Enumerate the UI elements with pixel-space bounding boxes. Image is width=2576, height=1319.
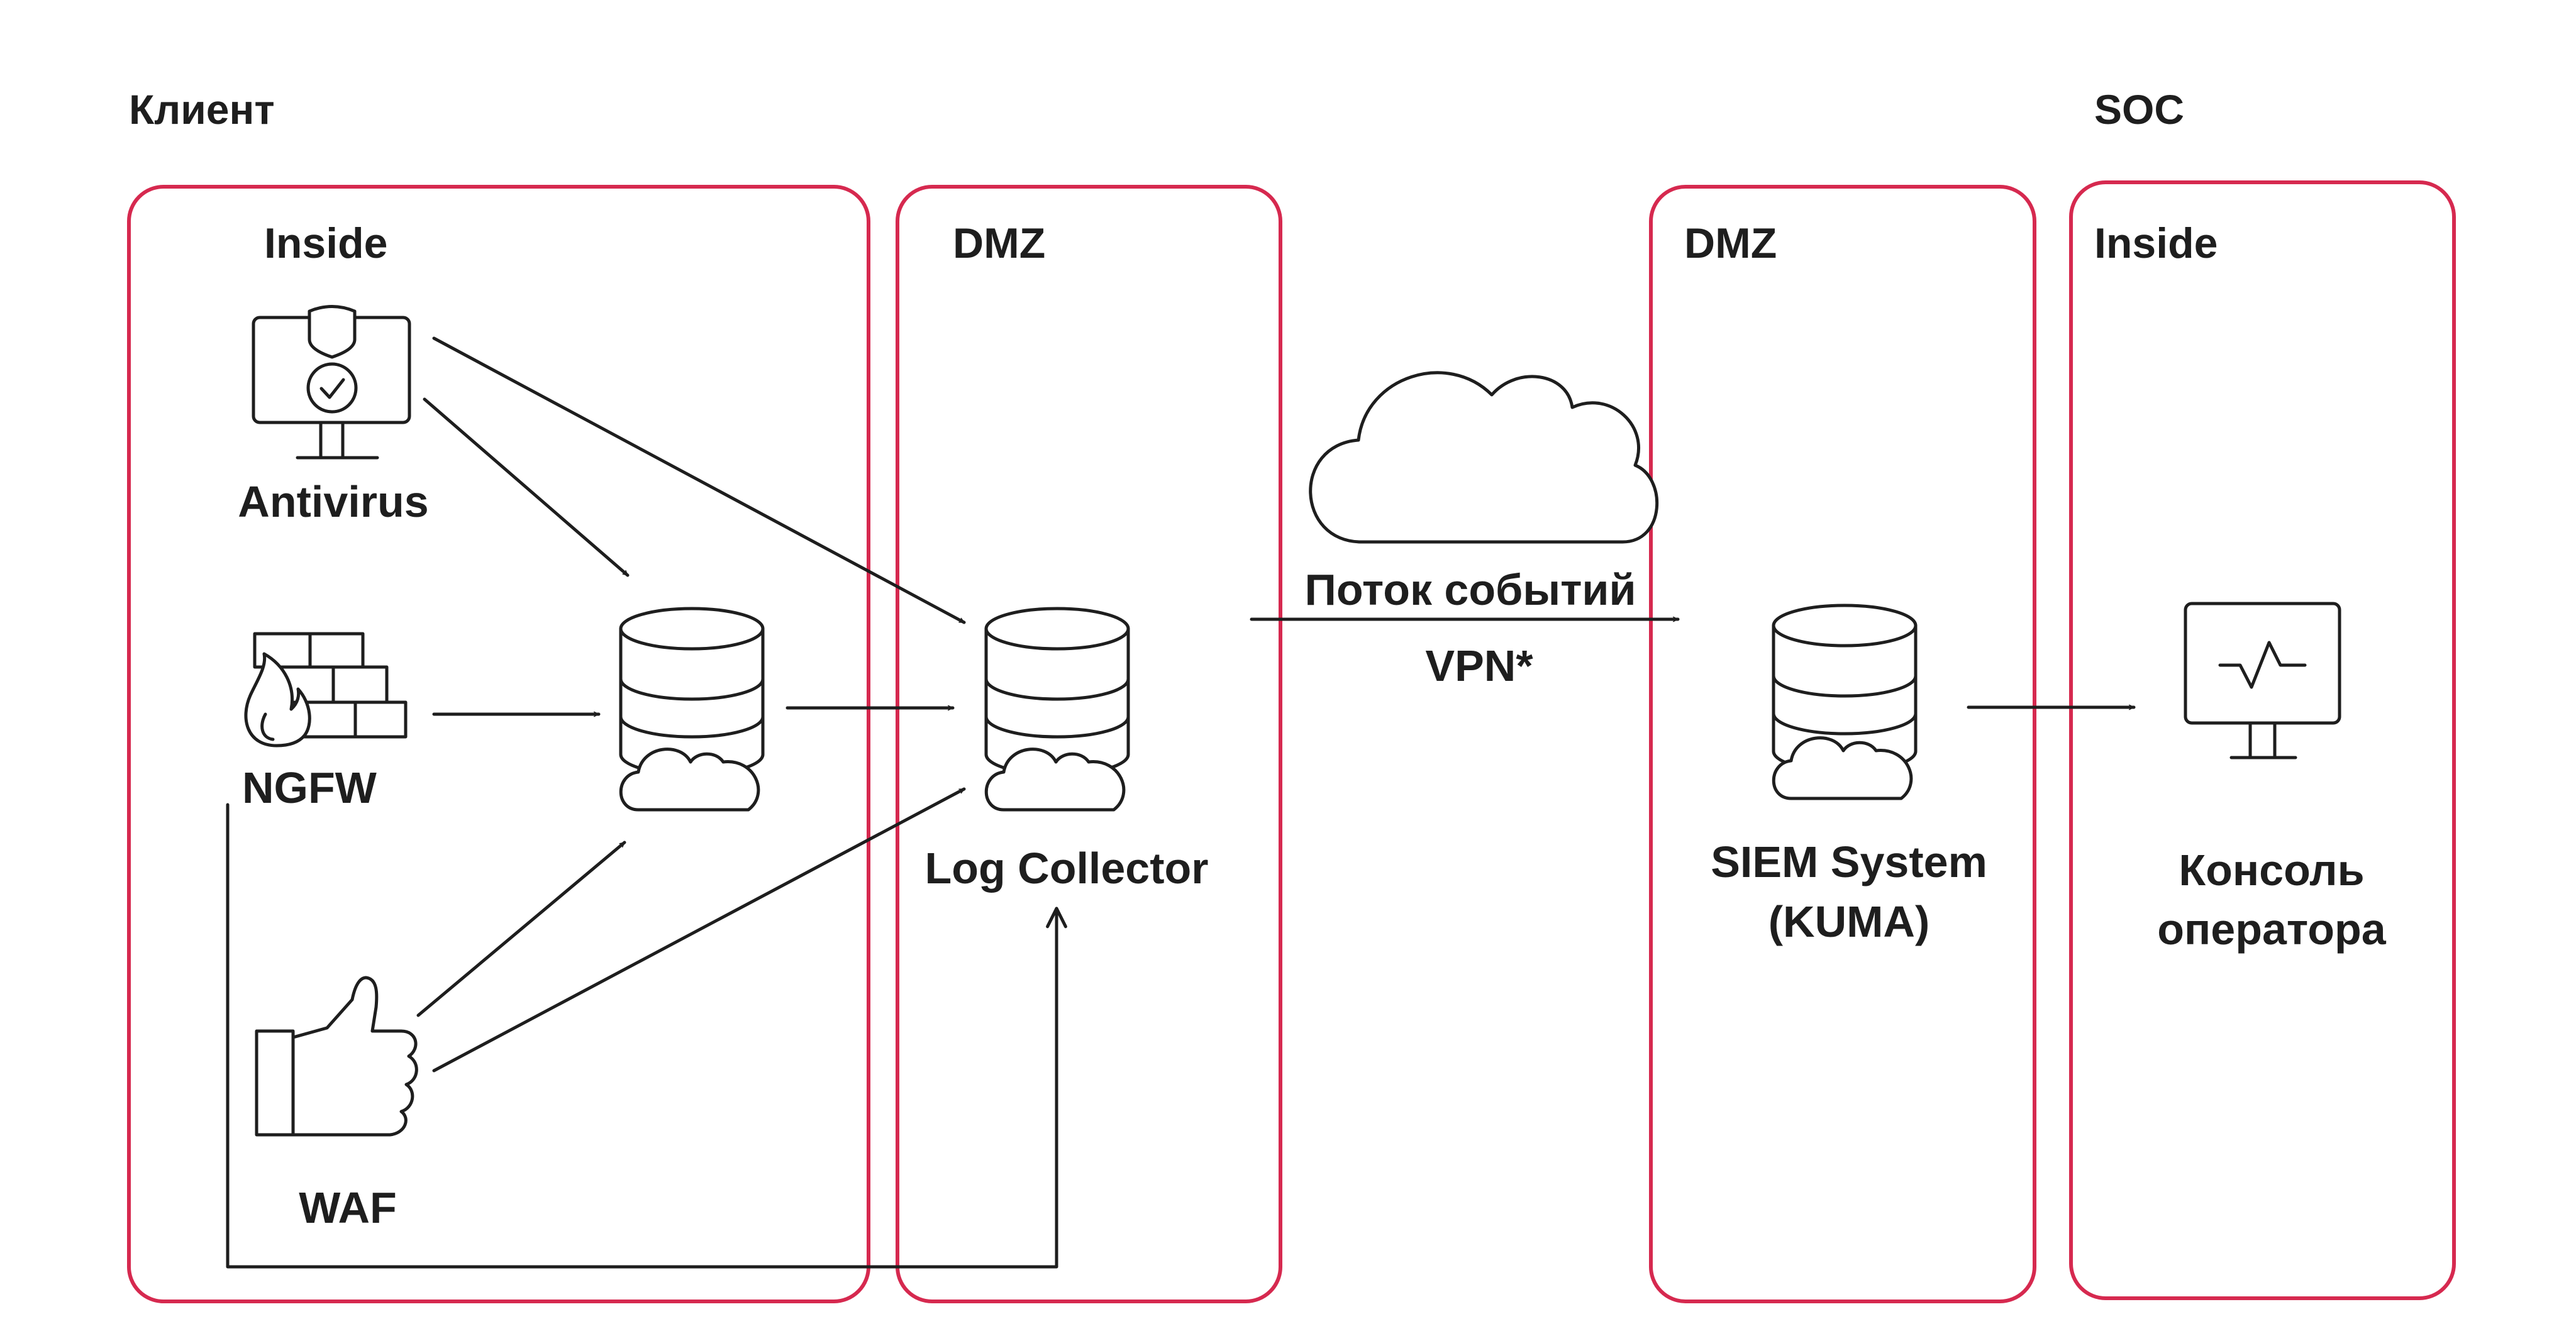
zone-soc-dmz (1649, 185, 2036, 1303)
antivirus-label: Antivirus (238, 477, 428, 526)
log-collector-label: Log Collector (924, 844, 1208, 893)
waf-label: WAF (299, 1183, 397, 1232)
arrow-ngfw-bypass-to-log-collector (226, 803, 1067, 1269)
siem-label-line2: (KUMA) (1768, 897, 1930, 946)
arrow-waf-to-local-collector (416, 841, 626, 1017)
arrow-antivirus-to-log-collector (432, 336, 966, 624)
ngfw-label: NGFW (242, 763, 377, 812)
ngfw-icon (244, 632, 408, 748)
event-flow-label: Поток событий (1305, 565, 1636, 614)
zone-label-client-dmz: DMZ (953, 219, 1045, 267)
arrow-antivirus-to-local-collector (423, 397, 630, 577)
group-title-client: Клиент (129, 86, 275, 133)
vpn-label: VPN* (1425, 641, 1533, 690)
zone-soc-inside (2069, 180, 2456, 1300)
console-label-line1: Консоль (2179, 846, 2364, 895)
antivirus-icon (252, 305, 411, 460)
operator-console-monitor-icon (2184, 602, 2341, 759)
siem-database-icon (1772, 604, 1918, 800)
console-label-line2: оператора (2157, 905, 2387, 954)
siem-label-line1: SIEM System (1711, 837, 1987, 886)
zone-client-inside (127, 185, 870, 1303)
arrow-waf-to-log-collector (432, 787, 966, 1073)
internet-cloud-icon (1309, 371, 1659, 544)
flow-arrows (226, 336, 2136, 1269)
zone-label-soc-inside: Inside (2094, 219, 2218, 267)
zone-label-soc-dmz: DMZ (1684, 219, 1777, 267)
waf-icon (255, 976, 418, 1137)
zone-client-dmz (896, 185, 1282, 1303)
local-collector-database-icon (619, 607, 765, 812)
zone-label-client-inside: Inside (264, 219, 388, 267)
log-collector-database-icon (984, 607, 1130, 812)
group-title-soc: SOC (2094, 86, 2184, 133)
